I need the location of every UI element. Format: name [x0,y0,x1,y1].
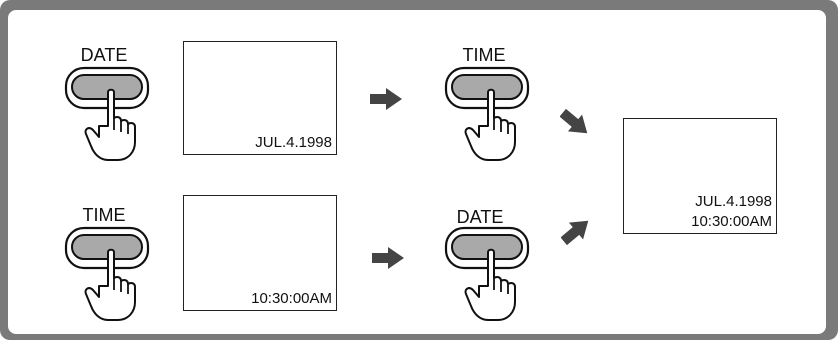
result-display-screen: JUL.4.1998 10:30:00AM [623,118,777,234]
row2-first-button-press-icon [64,226,150,322]
row1-second-button-label: TIME [462,45,506,65]
row1-second-button-press-icon [444,66,530,162]
row1-display-text: JUL.4.1998 [255,134,332,151]
row1-display-screen: JUL.4.1998 [183,41,337,155]
result-time-text: 10:30:00AM [691,213,772,230]
row1-first-button-label: DATE [80,45,128,65]
row2-second-button-press-icon [444,226,530,322]
result-date-text: JUL.4.1998 [695,193,772,210]
row2-display-screen: 10:30:00AM [183,195,337,311]
row1-right-arrow-icon [370,88,402,110]
row2-right-arrow-icon [372,247,404,269]
row1-diagonal-down-arrow-icon [560,108,590,138]
diagram-panel: DATE JUL.4.1998 TIME JUL.4.1998 10:30:00… [8,10,826,334]
row2-diagonal-up-arrow-icon [561,216,591,246]
row1-first-button-press-icon [64,66,150,162]
row2-display-text: 10:30:00AM [251,290,332,307]
row2-second-button-label: DATE [456,207,504,227]
row2-first-button-label: TIME [82,205,126,225]
